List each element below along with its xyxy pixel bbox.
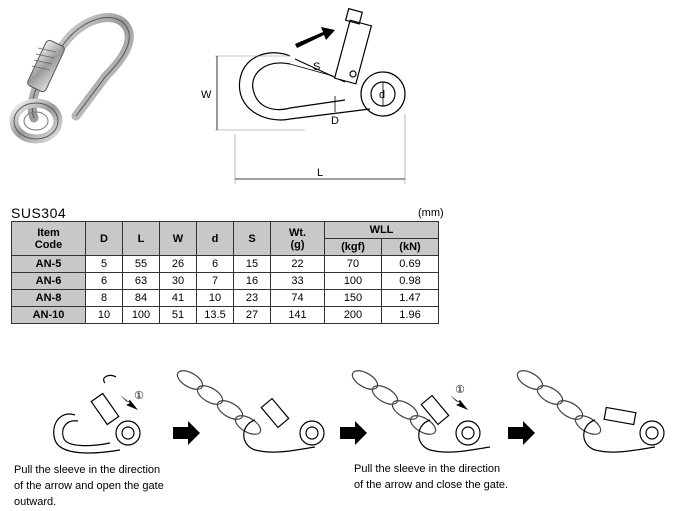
cell-code: AN-8 <box>11 289 86 307</box>
dimension-drawing: W S d D L <box>201 7 406 184</box>
cell-code: AN-6 <box>11 272 86 290</box>
cell-weight: 141 <box>270 306 325 324</box>
header-s: S <box>233 221 271 256</box>
flow-arrow-icon <box>508 421 535 445</box>
cell-kn: 1.96 <box>381 306 439 324</box>
instruction-line: of the arrow and close the gate. <box>354 479 509 491</box>
cell-d-large: 6 <box>85 272 123 290</box>
spec-title: SUS304 <box>11 205 67 221</box>
cell-kn: 1.47 <box>381 289 439 307</box>
cell-code: AN-10 <box>11 306 86 324</box>
flow-arrow-icon <box>173 421 200 445</box>
cell-d-large: 5 <box>85 255 123 273</box>
cell-d-small: 6 <box>196 255 234 273</box>
cell-l: 84 <box>122 289 160 307</box>
cell-w: 30 <box>159 272 197 290</box>
header-d-small: d <box>196 221 234 256</box>
dim-label-s: S <box>313 61 320 73</box>
dim-label-d-large: D <box>331 115 339 127</box>
cell-kgf: 150 <box>324 289 382 307</box>
header-kn: (kN) <box>381 238 439 256</box>
cell-w: 51 <box>159 306 197 324</box>
step-marker: ① <box>134 389 144 402</box>
cell-kgf: 100 <box>324 272 382 290</box>
cell-kn: 0.69 <box>381 255 439 273</box>
header-weight: Wt.(g) <box>270 221 325 256</box>
table-row: AN-5 5 55 26 6 15 22 70 0.69 <box>11 255 439 273</box>
instruction-close: Pull the sleeve in the direction of the … <box>354 461 534 493</box>
table-row: AN-10 10 100 51 13.5 27 141 200 1.96 <box>11 306 439 324</box>
cell-weight: 74 <box>270 289 325 307</box>
cell-l: 55 <box>122 255 160 273</box>
instruction-open: Pull the sleeve in the direction of the … <box>14 462 194 510</box>
header-d-large: D <box>85 221 123 256</box>
instruction-line: of the arrow and open the gate <box>14 480 164 492</box>
cell-d-small: 13.5 <box>196 306 234 324</box>
table-row: AN-8 8 84 41 10 23 74 150 1.47 <box>11 289 439 307</box>
cell-weight: 22 <box>270 255 325 273</box>
cell-code: AN-5 <box>11 255 86 273</box>
header-wll: WLL <box>324 221 439 239</box>
instruction-line: Pull the sleeve in the direction <box>14 464 161 476</box>
cell-d-small: 7 <box>196 272 234 290</box>
header-w: W <box>159 221 197 256</box>
cell-s: 23 <box>233 289 271 307</box>
flow-arrow-icon <box>340 421 367 445</box>
instruction-line: Pull the sleeve in the direction <box>354 463 501 475</box>
cell-d-small: 10 <box>196 289 234 307</box>
unit-label: (mm) <box>418 207 444 219</box>
usage-steps-illustration: ① ① <box>53 370 665 454</box>
dim-label-d-small: d <box>379 89 385 101</box>
dim-label-w: W <box>201 89 212 101</box>
table-row: AN-6 6 63 30 7 16 33 100 0.98 <box>11 272 439 290</box>
header-kgf: (kgf) <box>324 238 382 256</box>
cell-s: 27 <box>233 306 271 324</box>
cell-s: 15 <box>233 255 271 273</box>
dim-label-l: L <box>317 167 323 179</box>
header-l: L <box>122 221 160 256</box>
cell-weight: 33 <box>270 272 325 290</box>
cell-w: 26 <box>159 255 197 273</box>
cell-w: 41 <box>159 289 197 307</box>
cell-d-large: 8 <box>85 289 123 307</box>
cell-kgf: 200 <box>324 306 382 324</box>
cell-d-large: 10 <box>85 306 123 324</box>
cell-kn: 0.98 <box>381 272 439 290</box>
step-marker: ① <box>455 383 465 396</box>
cell-l: 63 <box>122 272 160 290</box>
carabiner-photo <box>9 13 134 144</box>
cell-s: 16 <box>233 272 271 290</box>
cell-l: 100 <box>122 306 160 324</box>
instruction-line: outward. <box>14 496 57 508</box>
cell-kgf: 70 <box>324 255 382 273</box>
